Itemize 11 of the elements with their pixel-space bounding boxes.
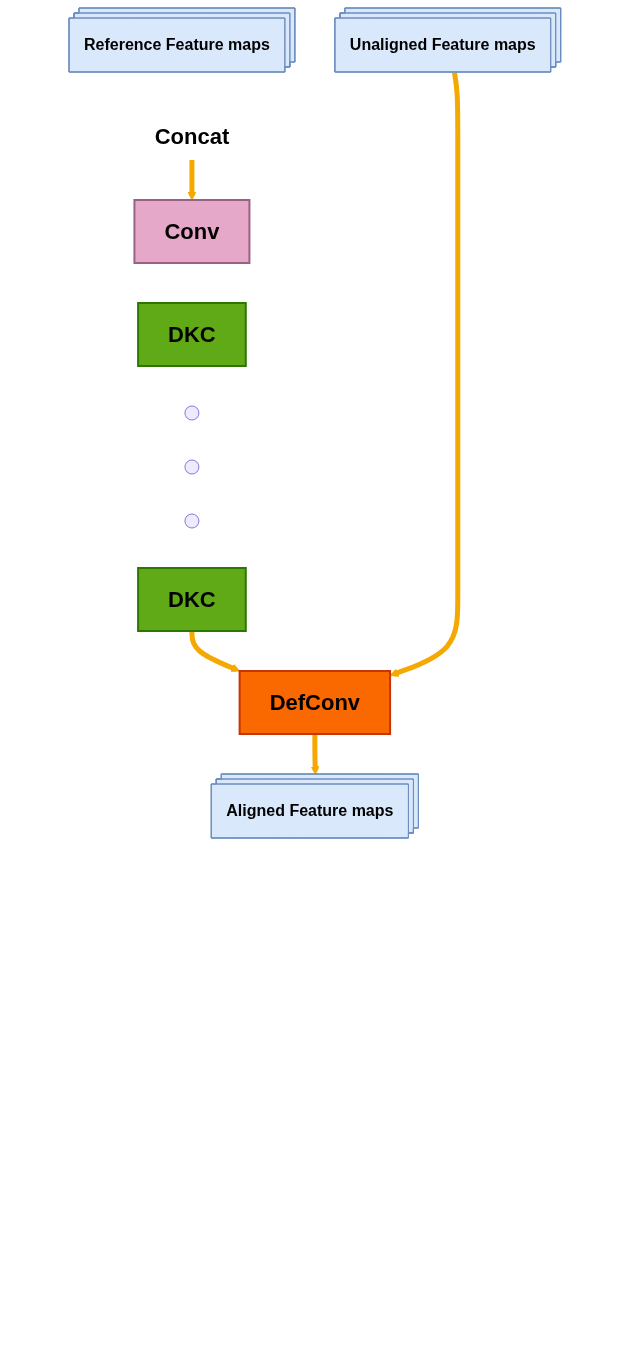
arrow <box>187 160 197 201</box>
node-circle <box>184 405 200 421</box>
node-box: Conv <box>133 199 251 264</box>
node-box: DKC <box>137 302 247 367</box>
node-box: DefConv <box>238 670 392 735</box>
node-text: Concat <box>154 123 230 149</box>
node-circle <box>184 459 200 475</box>
arrow <box>389 72 461 677</box>
arrow <box>310 734 320 775</box>
node-box: DKC <box>137 567 247 632</box>
node-circle <box>184 513 200 529</box>
